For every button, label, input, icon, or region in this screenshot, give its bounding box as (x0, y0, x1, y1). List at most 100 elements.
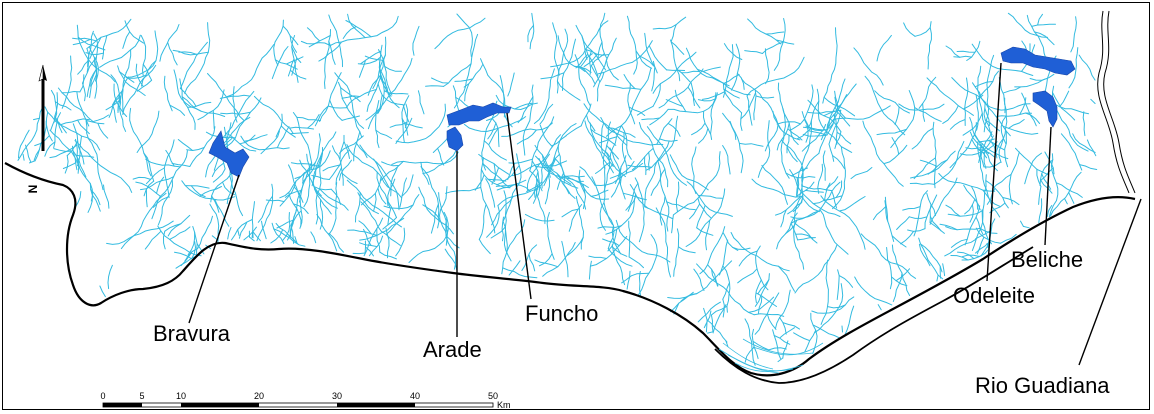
river-stream (794, 222, 818, 244)
river-stream (44, 141, 56, 157)
river-stream (817, 112, 842, 133)
river-stream (311, 175, 330, 180)
river-stream (675, 181, 680, 213)
river-stream (575, 24, 607, 71)
odeleite-leader (986, 62, 1002, 282)
beliche-reservoir (1032, 90, 1058, 128)
river-stream (902, 206, 921, 211)
river-stream (599, 166, 606, 231)
river-stream (346, 144, 402, 199)
river-stream (524, 213, 555, 222)
river-stream (99, 34, 141, 68)
river-stream (59, 118, 90, 126)
river-stream (761, 164, 788, 205)
river-stream (953, 55, 973, 58)
river-stream (187, 231, 196, 256)
river-stream (722, 231, 739, 251)
river-stream (744, 318, 756, 366)
river-stream (652, 51, 697, 94)
river-stream (486, 205, 500, 238)
river-stream (932, 121, 937, 189)
river-stream (753, 313, 785, 317)
river-stream (648, 151, 651, 171)
river-stream (732, 246, 751, 251)
river-stream (737, 268, 758, 284)
ria-formosa-lagoon (718, 338, 824, 374)
river-stream (345, 20, 372, 38)
river-stream (725, 340, 729, 347)
river-stream (1037, 13, 1043, 26)
river-stream (796, 120, 812, 197)
river-stream (818, 94, 848, 154)
river-stream (638, 55, 655, 67)
river-stream (328, 232, 344, 253)
river-stream (641, 117, 661, 121)
river-stream (850, 167, 873, 180)
river-stream (452, 85, 462, 115)
river-stream (502, 267, 538, 279)
river-stream (169, 226, 191, 240)
river-stream (360, 176, 382, 206)
river-stream (163, 75, 173, 112)
river-stream (636, 105, 654, 116)
river-stream (18, 129, 30, 159)
river-stream (454, 78, 474, 82)
river-stream (120, 192, 167, 250)
river-stream (145, 188, 148, 208)
river-stream (775, 197, 800, 216)
river-stream (322, 164, 341, 172)
river-stream (611, 244, 626, 286)
river-stream (740, 112, 743, 131)
river-stream (480, 58, 506, 118)
river-stream (307, 114, 320, 129)
river-stream (649, 108, 669, 126)
river-stream (292, 112, 313, 170)
river-stream (601, 152, 614, 167)
river-stream (527, 24, 534, 43)
river-stream (983, 54, 995, 133)
river-stream (894, 101, 910, 114)
river-stream (607, 248, 633, 267)
river-stream (606, 67, 652, 137)
river-stream (644, 32, 658, 74)
river-stream (482, 163, 510, 188)
river-stream (219, 94, 251, 99)
label-bravura: Bravura (153, 321, 231, 346)
river-stream (578, 169, 610, 200)
river-stream (933, 140, 965, 185)
river-stream (975, 229, 992, 240)
river-stream (824, 182, 831, 201)
river-stream (628, 106, 646, 116)
river-stream (585, 49, 610, 56)
river-stream (103, 184, 110, 209)
river-stream (722, 282, 730, 300)
river-stream (740, 92, 756, 120)
river-stream (319, 72, 342, 123)
river-stream (597, 41, 603, 60)
river-stream (294, 162, 313, 179)
river-stream (529, 170, 543, 192)
river-stream (256, 183, 274, 242)
river-stream (599, 12, 608, 60)
river-stream (976, 236, 985, 255)
river-stream (803, 126, 828, 132)
river-stream (772, 110, 801, 141)
river-stream (838, 275, 854, 288)
river-stream (542, 242, 576, 277)
river-stream (243, 226, 257, 241)
river-stream (77, 135, 82, 167)
river-stream (594, 162, 644, 187)
river-stream (502, 221, 508, 252)
river-stream (994, 137, 1004, 155)
river-stream (801, 111, 810, 129)
river-stream (1021, 92, 1037, 127)
river-stream (609, 125, 622, 161)
river-stream (383, 90, 409, 95)
river-stream (395, 103, 447, 144)
river-stream (375, 129, 393, 139)
river-stream (583, 53, 598, 68)
river-stream (567, 236, 584, 256)
river-stream (605, 193, 637, 235)
river-stream (974, 241, 990, 254)
river-stream (972, 82, 1031, 111)
